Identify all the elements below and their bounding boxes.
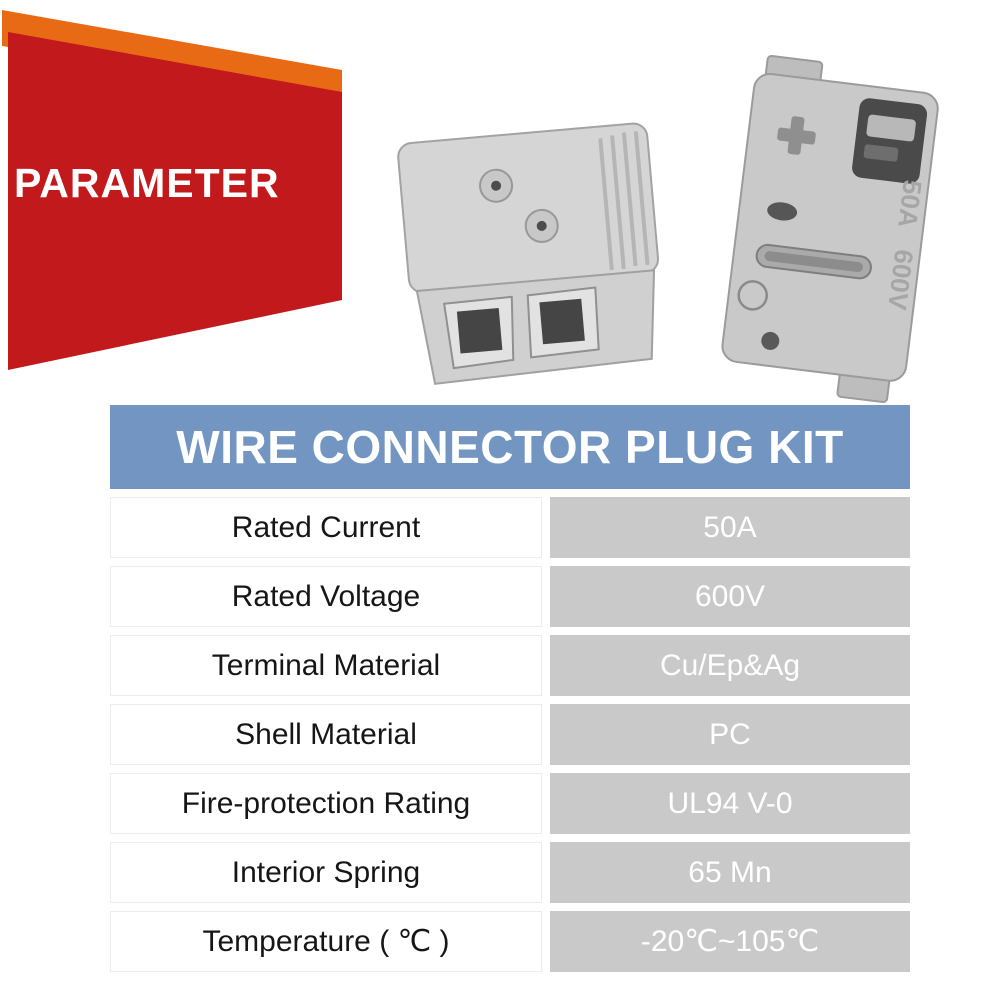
mounting-hole-center [491,180,502,191]
guide-slot-inner [764,251,863,273]
socket-cavity [539,298,585,345]
connector-front-photo [397,122,660,385]
table-row: Rated Voltage 600V [110,566,910,627]
product-photos: 50A 600V [397,54,939,404]
spec-value: 65 Mn [550,842,910,903]
latch-slot [767,202,798,221]
plus-marking-icon [777,116,816,155]
bottom-hole [761,331,780,350]
socket-cavity [456,307,503,354]
rating-voltage-marking: 600V [882,248,919,313]
rating-current-marking: 50A [892,178,928,229]
spec-label: Terminal Material [110,635,542,696]
minus-terminal-icon [866,114,916,142]
spec-label: Interior Spring [110,842,542,903]
spec-value: UL94 V-0 [550,773,910,834]
table-row: Temperature ( ℃ ) -20℃~105℃ [110,911,910,972]
table-row: Fire-protection Rating UL94 V-0 [110,773,910,834]
table-row: Shell Material PC [110,704,910,765]
banner-red-shape [8,32,342,370]
spec-label: Fire-protection Rating [110,773,542,834]
parameter-banner [2,10,342,370]
connector-ridges [598,131,650,271]
banner-title: PARAMETER [14,160,280,206]
spec-value: 50A [550,497,910,558]
mounting-hole-center [536,220,547,231]
table-row: Interior Spring 65 Mn [110,842,910,903]
spec-label: Rated Voltage [110,566,542,627]
connector-top-photo: 50A 600V [721,54,939,404]
table-row: Rated Current 50A [110,497,910,558]
spec-value: -20℃~105℃ [550,911,910,972]
spec-table: WIRE CONNECTOR PLUG KIT Rated Current 50… [110,405,910,972]
spec-value: Cu/Ep&Ag [550,635,910,696]
table-title: WIRE CONNECTOR PLUG KIT [110,405,910,489]
terminal-slot [852,98,928,184]
spec-value: 600V [550,566,910,627]
spec-label: Rated Current [110,497,542,558]
spec-label: Temperature ( ℃ ) [110,911,542,972]
spec-value: PC [550,704,910,765]
certification-mark-icon [737,280,768,311]
table-row: Terminal Material Cu/Ep&Ag [110,635,910,696]
terminal-slot-detail [863,144,899,162]
spec-label: Shell Material [110,704,542,765]
